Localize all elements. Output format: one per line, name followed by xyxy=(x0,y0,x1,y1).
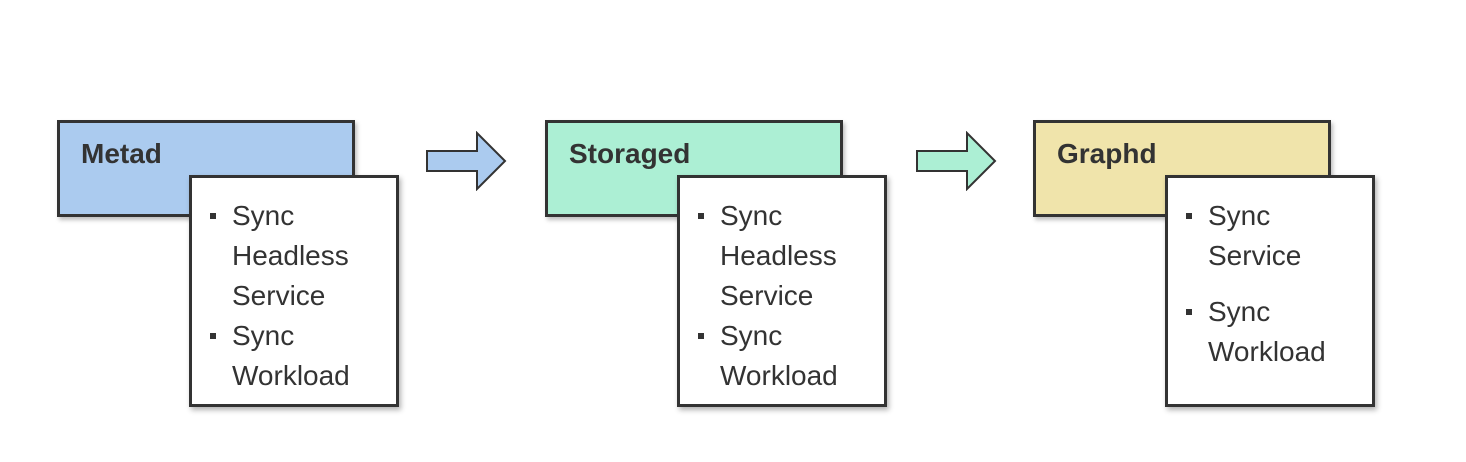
stage-title: Graphd xyxy=(1057,138,1157,169)
stage-storaged: Storaged Sync Headless Service Sync Work… xyxy=(545,120,890,410)
bullet-list: Sync Service Sync Workload xyxy=(1186,196,1364,388)
bullet-item: Sync Headless Service xyxy=(698,196,876,316)
metad-detail-box: Sync Headless Service Sync Workload xyxy=(189,175,399,407)
stage-title: Storaged xyxy=(569,138,691,169)
bullet-list: Sync Headless Service Sync Workload xyxy=(210,196,388,396)
bullet-item: Sync Headless Service xyxy=(210,196,388,316)
bullet-item: Sync Workload xyxy=(1186,292,1364,372)
flow-arrow-2 xyxy=(916,131,997,191)
bullet-item: Sync Workload xyxy=(698,316,876,396)
bullet-list: Sync Headless Service Sync Workload xyxy=(698,196,876,396)
flow-arrow-1 xyxy=(426,131,507,191)
bullet-item: Sync Workload xyxy=(210,316,388,396)
graphd-detail-box: Sync Service Sync Workload xyxy=(1165,175,1375,407)
stage-title: Metad xyxy=(81,138,162,169)
bullet-item: Sync Service xyxy=(1186,196,1364,276)
storaged-detail-box: Sync Headless Service Sync Workload xyxy=(677,175,887,407)
stage-graphd: Graphd Sync Service Sync Workload xyxy=(1033,120,1378,410)
stage-metad: Metad Sync Headless Service Sync Workloa… xyxy=(57,120,402,410)
